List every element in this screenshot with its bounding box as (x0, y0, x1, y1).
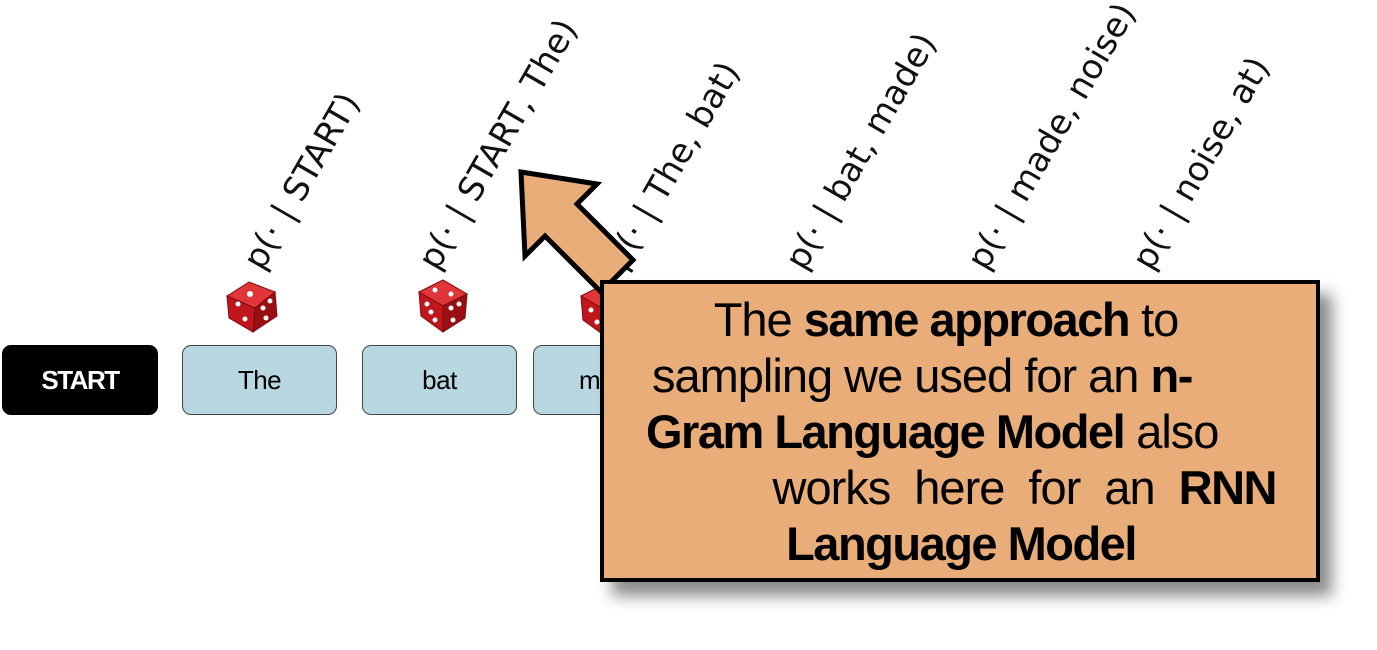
token-the: The (182, 345, 337, 415)
die-icon (417, 279, 469, 333)
callout-line-3: Gram Language Model also (646, 405, 1219, 458)
callout-line-5: Language Model (786, 517, 1137, 570)
prob-label-4: p(· | bat, made) (777, 26, 945, 277)
callout-line-2: sampling we used for an n- (652, 349, 1193, 402)
arrow-up-left-icon (518, 169, 637, 296)
callout-line-4: works here for an RNN (772, 461, 1278, 514)
callout-line-1: The same approach to (713, 293, 1180, 346)
callout-box: The same approach to sampling we used fo… (600, 280, 1320, 582)
prob-label-5: p(· | made, noise) (959, 0, 1145, 277)
prob-label-6: p(· | noise, at) (1124, 50, 1279, 277)
token-start: START (2, 345, 158, 415)
die-icon (225, 281, 278, 333)
token-bat: bat (362, 345, 517, 415)
prob-label-1: p(· | START) (235, 85, 369, 277)
